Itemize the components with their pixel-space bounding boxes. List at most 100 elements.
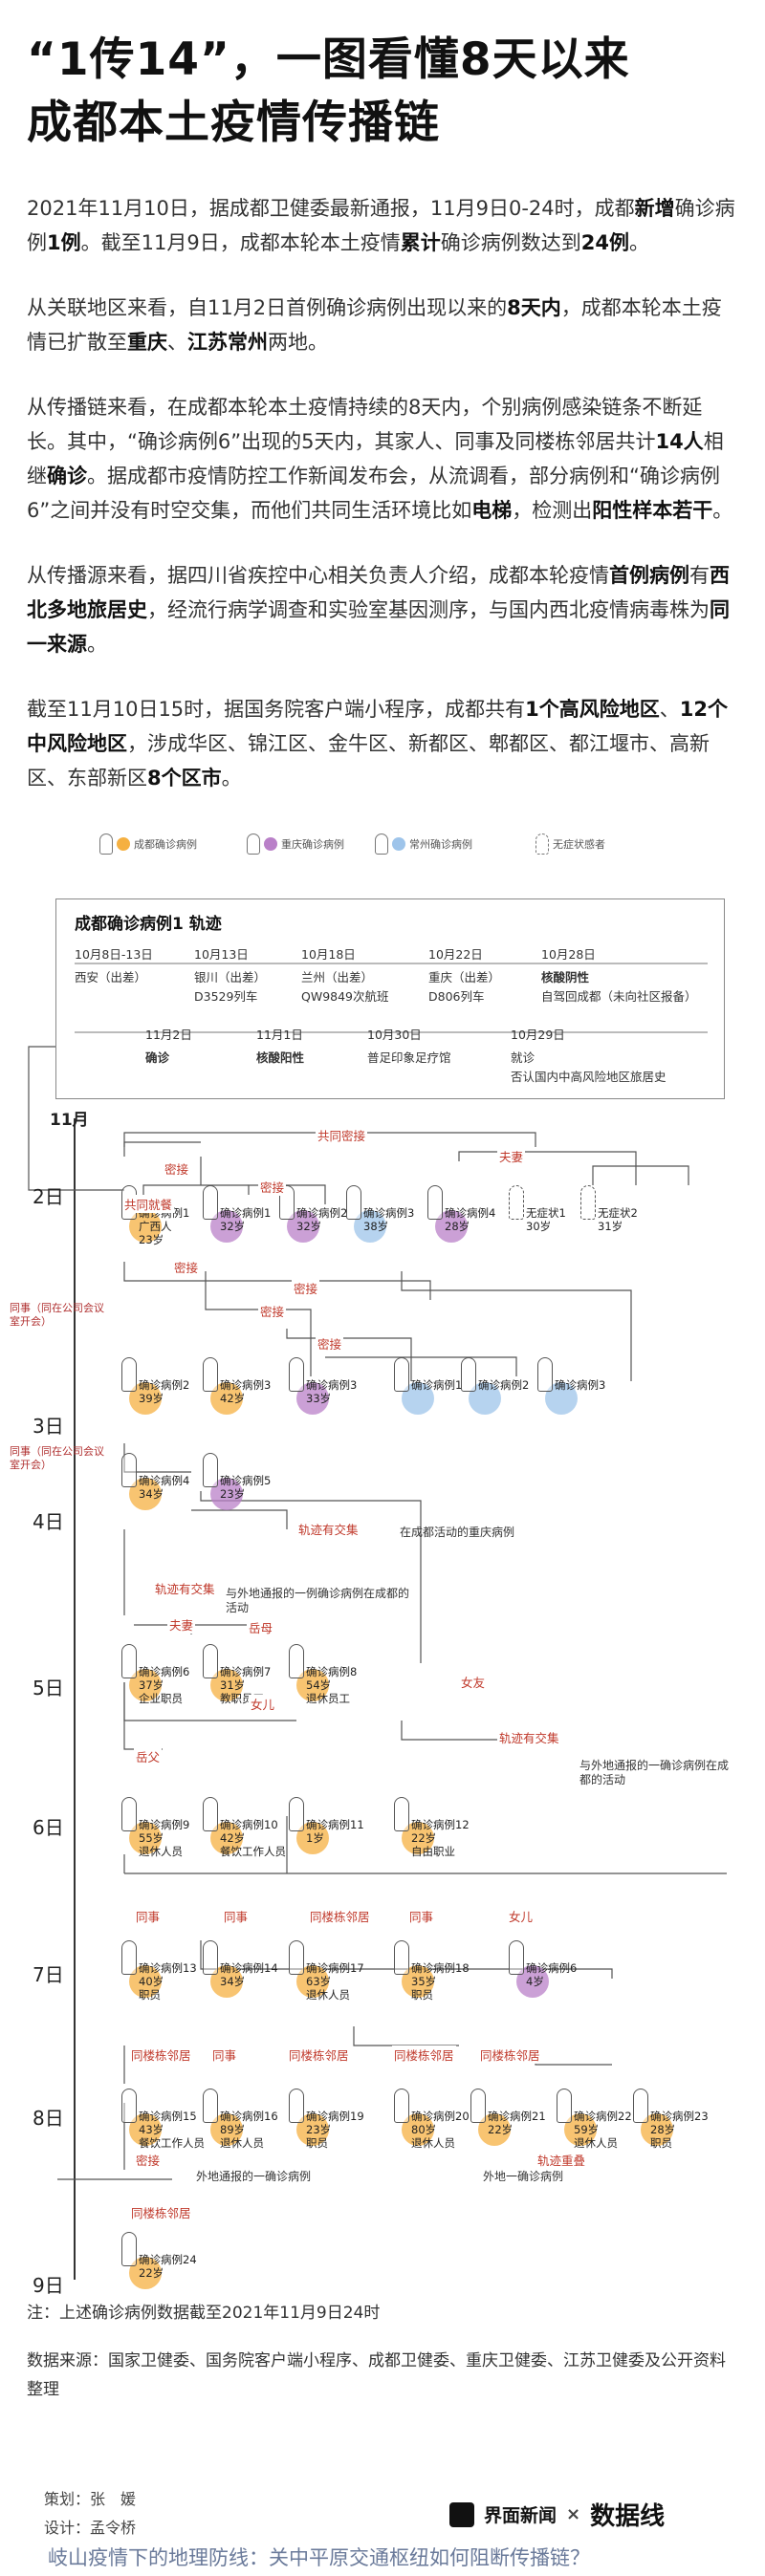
case-name: 确诊病例13: [139, 1961, 197, 1975]
side-note: 同事（同在公司会议室开会）: [10, 1302, 104, 1328]
case-name: 确诊病例6: [526, 1961, 578, 1975]
legend-chongqing-label: 重庆确诊病例: [281, 838, 344, 851]
track-desc: 核酸阳性: [256, 1050, 305, 1065]
person-figure-icon: [121, 2089, 137, 2123]
person-figure-icon: [557, 2089, 572, 2123]
track-date: 11月2日: [145, 1028, 192, 1042]
case-info: 职员: [650, 2136, 672, 2150]
case-info: 31岁: [220, 1678, 246, 1692]
brand: 界面新闻 × 数据线: [449, 2497, 665, 2532]
relation-label: 密接: [163, 1159, 191, 1178]
person-figure-icon: [203, 1357, 218, 1392]
relation-label: 共同就餐: [122, 1195, 175, 1213]
annotation: 与外地通报的一确诊病例在成都的活动: [579, 1759, 730, 1786]
relation-label: 密接: [258, 1302, 287, 1320]
relation-label: 密接: [134, 2151, 163, 2169]
relation-label: 岳母: [247, 1618, 275, 1636]
case-name: 确诊病例20: [411, 2110, 470, 2123]
case-info: 职员: [306, 2136, 328, 2150]
case-info: 63岁: [306, 1975, 332, 1988]
case-name: 确诊病例7: [220, 1665, 272, 1678]
case-name: 无症状1: [526, 1206, 566, 1220]
track-desc: 否认国内中高风险地区旅居史: [511, 1070, 667, 1084]
person-figure-icon: [203, 1644, 218, 1678]
article-paragraph: 从关联地区来看，自11月2日首例确诊病例出现以来的8天内，成都本轮本土疫情已扩散…: [27, 296, 722, 354]
track-date: 10月18日: [301, 947, 356, 962]
case-name: 确诊病例24: [139, 2253, 197, 2266]
case-label: 确诊病例1: [411, 1378, 488, 1392]
track-desc: 确诊: [145, 1050, 170, 1065]
relation-label: 夫妻: [497, 1147, 526, 1165]
day-label: 6日: [33, 1816, 64, 1839]
case-info: 1岁: [306, 1831, 324, 1845]
case-info: 34岁: [139, 1487, 164, 1501]
person-figure-icon: [633, 2089, 648, 2123]
legend-asymptomatic: 无症状感者: [536, 833, 605, 855]
relation-label: 女友: [459, 1673, 488, 1691]
person-figure-icon: [289, 1797, 304, 1831]
relation-label: 女儿: [507, 1907, 536, 1925]
person-figure-icon: [509, 1185, 524, 1220]
person-figure-icon: [346, 1185, 361, 1220]
case-name: 确诊病例2: [478, 1378, 530, 1392]
case-name: 确诊病例21: [488, 2110, 546, 2123]
person-figure-dashed-icon: [536, 833, 549, 855]
relation-label: 轨迹有交集: [296, 1520, 361, 1538]
case-name: 确诊病例8: [306, 1665, 358, 1678]
case-info: 职员: [139, 1988, 161, 2002]
case-name: 确诊病例19: [306, 2110, 364, 2123]
case-info: 职员: [411, 1988, 433, 2002]
data-source: 数据来源：国家卫健委、国务院客户端小程序、成都卫健委、重庆卫健委、江苏卫健委及公…: [27, 2351, 726, 2399]
case-info: 餐饮工作人员: [139, 2136, 205, 2150]
track-date: 10月22日: [428, 947, 483, 962]
legend-chengdu: 成都确诊病例: [99, 833, 197, 855]
person-figure-icon: [203, 1940, 218, 1975]
person-figure-icon: [394, 1357, 409, 1392]
case-info: 退休人员: [139, 1845, 183, 1858]
person-figure-icon: [427, 1185, 443, 1220]
footer-link[interactable]: 岐山疫情下的地理防线：关中平原交通枢纽如何阻断传播链？: [48, 2546, 590, 2569]
case-info: 34岁: [220, 1975, 246, 1988]
case-name: 确诊病例1: [411, 1378, 463, 1392]
person-figure-icon: [375, 833, 388, 855]
case-info: 42岁: [220, 1831, 246, 1845]
day-label: 8日: [33, 2107, 64, 2130]
case-name: 确诊病例18: [411, 1961, 470, 1975]
case-info: 42岁: [220, 1392, 246, 1405]
relation-label: 同楼栋邻居: [129, 2203, 193, 2221]
case-info: 22岁: [488, 2123, 514, 2136]
article-paragraph: 2021年11月10日，据成都卫健委最新通报，11月9日0-24时，成都新增确诊…: [27, 197, 735, 254]
track-box: [55, 898, 725, 1099]
person-figure-icon: [203, 2089, 218, 2123]
relation-label: 轨迹有交集: [153, 1579, 217, 1597]
case-name: 确诊病例2: [296, 1206, 348, 1220]
track-desc: D3529列车: [194, 989, 258, 1004]
track-desc: 重庆（出差）: [428, 970, 501, 985]
case-name: 确诊病例17: [306, 1961, 364, 1975]
headline: “1传14”，一图看懂8天以来 成都本土疫情传播链: [27, 29, 738, 155]
